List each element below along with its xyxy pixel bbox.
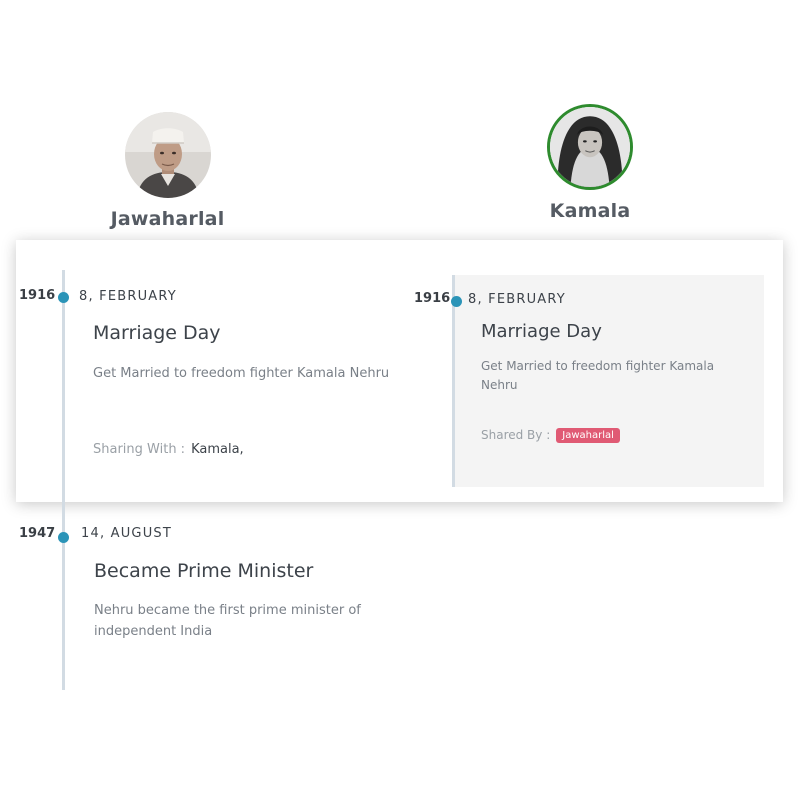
event-title[interactable]: Marriage Day: [93, 322, 221, 344]
event-year: 1916: [19, 288, 56, 303]
avatar[interactable]: [547, 104, 633, 190]
sharing-label: Sharing With :: [93, 442, 186, 457]
timeline-dot-icon: [451, 296, 462, 307]
event-title[interactable]: Became Prime Minister: [94, 560, 314, 582]
shared-by: Shared By : Jawaharlal: [481, 428, 620, 443]
portrait-man-icon: [124, 112, 211, 198]
timeline-dot-icon: [58, 292, 69, 303]
sharing-value[interactable]: Kamala,: [191, 442, 244, 457]
shared-event-card[interactable]: [452, 275, 764, 487]
event-date: 14, AUGUST: [81, 526, 172, 541]
avatar[interactable]: [124, 112, 211, 198]
event-title[interactable]: Marriage Day: [481, 321, 602, 342]
event-date: 8, FEBRUARY: [79, 289, 177, 304]
timeline-line: [62, 270, 65, 690]
profile-name: Kamala: [549, 200, 631, 222]
shared-by-badge[interactable]: Jawaharlal: [556, 428, 620, 443]
event-year: 1947: [19, 526, 56, 541]
timeline-dot-icon: [58, 532, 69, 543]
portrait-woman-icon: [550, 107, 630, 187]
shared-by-label: Shared By :: [481, 428, 551, 442]
profile-kamala[interactable]: Kamala: [520, 104, 660, 222]
sharing-with: Sharing With : Kamala,: [93, 442, 244, 457]
profile-jawaharlal[interactable]: Jawaharlal: [100, 112, 235, 230]
event-description: Nehru became the first prime minister of…: [94, 603, 361, 639]
profile-name: Jawaharlal: [110, 208, 225, 230]
event-description: Get Married to freedom fighter Kamala Ne…: [93, 366, 390, 381]
event-date: 8, FEBRUARY: [468, 292, 566, 307]
event-description: Get Married to freedom fighter Kamala Ne…: [481, 359, 715, 392]
event-year: 1916: [414, 291, 451, 306]
